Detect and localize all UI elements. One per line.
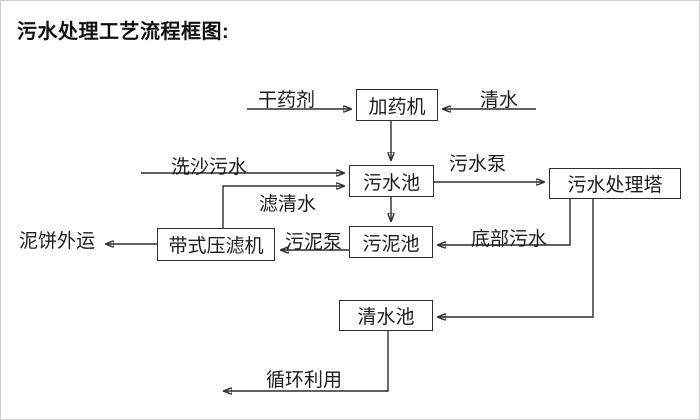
flow-node-sewage-pool: 污水池 <box>349 165 434 197</box>
edge-label-sewage-pump: 污水泵 <box>449 154 507 175</box>
edge-label-sand-wash-sewage: 洗沙污水 <box>171 157 248 178</box>
edge-label-sludge-pump: 污泥泵 <box>285 232 343 253</box>
flow-node-clear-water-pool: 清水池 <box>339 300 433 331</box>
edge-label-filtered-water: 滤清水 <box>259 194 317 215</box>
edge-bottom-sewage-to-sludge-pool <box>438 199 571 245</box>
flow-node-treatment-tower: 污水处理塔 <box>549 168 681 199</box>
flow-node-sludge-pool: 污泥池 <box>349 226 433 258</box>
edge-label-clear-water: 清水 <box>480 90 519 111</box>
flow-node-dosing-machine: 加药机 <box>356 89 438 121</box>
edge-tower-to-clear-water-pool <box>438 199 594 317</box>
edge-label-dry-agent: 干药剂 <box>258 90 316 111</box>
edge-label-bottom-sewage: 底部污水 <box>471 229 548 250</box>
edge-clear-water-pool-to-recycle <box>224 331 389 391</box>
edge-filtered-water-into-sewage-pool <box>222 186 344 228</box>
flow-node-belt-filter-press: 带式压滤机 <box>157 228 275 261</box>
edge-label-recycle-use: 循环利用 <box>266 370 343 391</box>
page-title: 污水处理工艺流程框图: <box>17 21 230 43</box>
edge-label-mud-cake-out: 泥饼外运 <box>19 231 96 252</box>
